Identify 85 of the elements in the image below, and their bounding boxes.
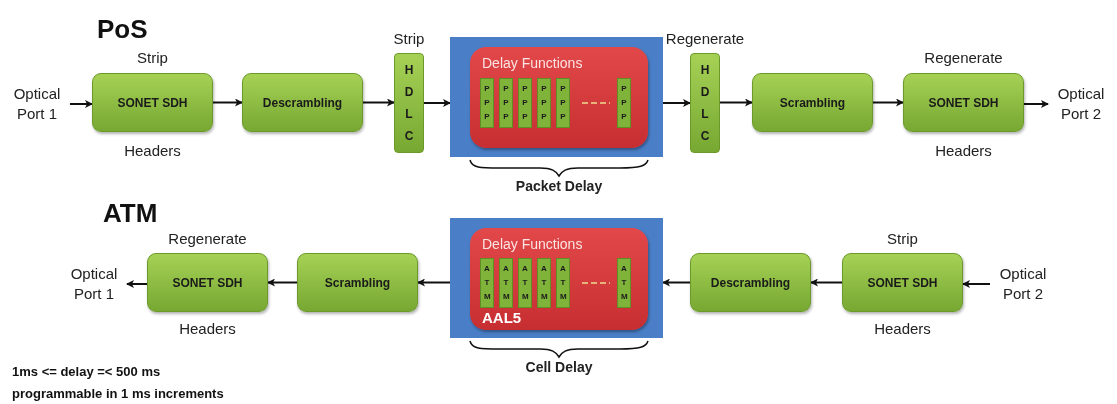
port-name: Optical Port 2 — [998, 264, 1048, 304]
panel-subtitle: AAL5 — [482, 307, 522, 328]
process-box — [297, 253, 418, 312]
side-note: Regenerate — [167, 229, 248, 249]
arrow — [662, 278, 691, 287]
vertical-letters: P P P — [621, 83, 627, 123]
vertical-letters: A T M — [522, 263, 528, 303]
process-box — [92, 73, 213, 132]
panel-title: Delay Functions — [482, 54, 583, 73]
arrow — [362, 98, 395, 107]
vertical-letters: A T M — [560, 263, 566, 303]
delay-functions-box — [470, 228, 648, 330]
arrow — [423, 99, 451, 107]
vertical-letters: P P P — [560, 83, 566, 123]
frame-slot — [617, 78, 631, 128]
arrow — [719, 98, 753, 107]
frame-slot — [480, 258, 494, 308]
arrow — [662, 99, 691, 107]
note-text: programmable in 1 ms increments — [12, 385, 224, 403]
frame-slot — [617, 258, 631, 308]
arrow — [69, 100, 93, 108]
vertical-letters: P P P — [522, 83, 528, 123]
port-name: Optical Port 1 — [12, 84, 62, 124]
side-note: Packet Delay — [514, 177, 604, 196]
frame-slot — [499, 78, 513, 128]
process-box — [147, 253, 268, 312]
box-label: SONET SDH — [927, 94, 1000, 112]
process-box — [242, 73, 363, 132]
note-text: 1ms <= delay =< 500 ms — [12, 363, 161, 381]
vertical-letters: A T M — [621, 263, 627, 303]
process-box — [752, 73, 873, 132]
panel-title: Delay Functions — [482, 235, 583, 254]
frame-slot — [556, 258, 570, 308]
vertical-letters: A T M — [503, 263, 509, 303]
protocol-strip — [690, 53, 720, 153]
frame-slot — [499, 258, 513, 308]
frame-slot — [518, 258, 532, 308]
section-title: ATM — [103, 197, 158, 230]
vertical-letters: P P P — [484, 83, 490, 123]
side-note: Strip — [392, 29, 426, 49]
frame-slot — [480, 78, 494, 128]
process-box — [903, 73, 1024, 132]
box-label: SONET SDH — [866, 274, 939, 292]
box-label: Descrambling — [709, 274, 792, 292]
process-box — [842, 253, 963, 312]
box-label: Descrambling — [261, 94, 344, 112]
side-note: Strip — [886, 229, 919, 249]
vertical-letters: P P P — [541, 83, 547, 123]
side-note: Headers — [934, 141, 993, 161]
side-note: Headers — [178, 319, 237, 339]
frame-slot — [518, 78, 532, 128]
delay-functions-box — [470, 47, 648, 148]
arrow — [962, 280, 991, 288]
arrow — [212, 98, 243, 107]
vertical-letters: A T M — [541, 263, 547, 303]
delay-panel — [450, 37, 663, 157]
delay-panel — [450, 218, 663, 338]
vertical-letters: H D L C — [700, 62, 710, 145]
port-name: Optical Port 2 — [1056, 84, 1106, 124]
box-label: SONET SDH — [171, 274, 244, 292]
side-note: Regenerate — [664, 29, 746, 49]
vertical-letters: A T M — [484, 263, 490, 303]
box-label: Scrambling — [323, 274, 392, 292]
arrow — [1023, 100, 1049, 108]
side-note: Regenerate — [923, 48, 1004, 68]
section-title: PoS — [97, 13, 148, 46]
vertical-letters: H D L C — [404, 62, 414, 145]
arrow — [810, 278, 843, 287]
side-note: Headers — [873, 319, 932, 339]
box-label: SONET SDH — [116, 94, 189, 112]
arrow — [267, 278, 298, 287]
side-note: Headers — [123, 141, 182, 161]
box-label: Scrambling — [778, 94, 847, 112]
arrow — [872, 98, 904, 107]
arrow — [126, 280, 148, 288]
frame-slot — [537, 258, 551, 308]
frame-slot — [537, 78, 551, 128]
side-note: Cell Delay — [524, 358, 594, 377]
port-name: Optical Port 1 — [69, 264, 119, 304]
vertical-letters: P P P — [503, 83, 509, 123]
arrow — [417, 278, 451, 287]
protocol-strip — [394, 53, 424, 153]
side-note: Strip — [136, 48, 169, 68]
process-box — [690, 253, 811, 312]
frame-slot — [556, 78, 570, 128]
